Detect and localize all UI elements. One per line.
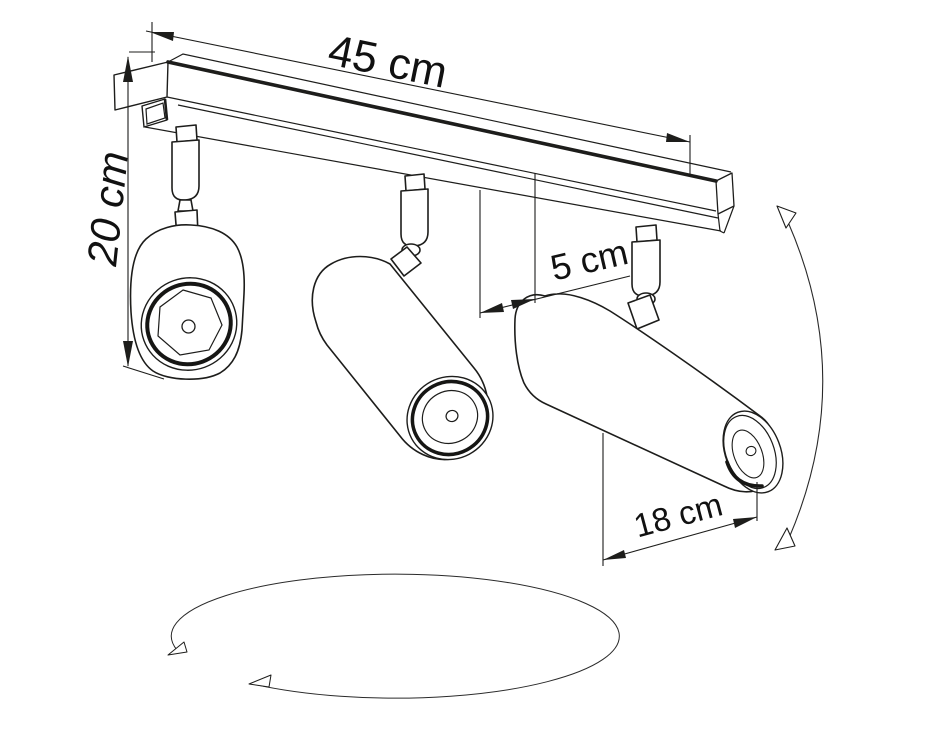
swivel-ellipse-arc	[170, 573, 620, 699]
spotlight-reflector	[421, 389, 479, 445]
arrowhead-up-icon	[123, 56, 133, 82]
arrowhead-left-icon	[603, 550, 626, 560]
rail-right-end-cap	[715, 172, 735, 215]
arrowhead-left-icon	[480, 303, 504, 313]
spotlight-bulb-center	[745, 445, 757, 457]
spotlight-2	[311, 255, 494, 461]
spot-length-label: 18 cm	[630, 485, 726, 544]
stem-body	[400, 188, 429, 247]
stem-pivot-sleeve	[390, 246, 422, 277]
rail-left-end-notch-inner	[145, 102, 166, 125]
stem-pivot-sleeve	[627, 294, 660, 330]
spotlight-bulb-center	[445, 409, 459, 423]
dimension-fixture-height: 20 cm	[78, 51, 165, 380]
mounting-stem-2	[390, 173, 429, 277]
rail-top-face-edge	[167, 53, 732, 173]
tilt-arc	[787, 221, 824, 539]
dimension-line	[145, 30, 691, 143]
mounting-stem-1	[171, 124, 200, 238]
spotlight-face-rim	[406, 375, 494, 461]
stem-cap	[404, 173, 426, 192]
stem-cap	[635, 224, 658, 243]
spotlight-dark-ring	[145, 281, 233, 367]
arrowhead-left-icon	[150, 32, 174, 41]
leader-line	[479, 275, 631, 314]
tilt-arrowhead-down-icon	[774, 527, 796, 551]
spotlight-dark-ring	[725, 460, 764, 488]
tilt-rotation-arrow	[774, 205, 824, 551]
extension-line	[122, 365, 165, 380]
stem-neck	[177, 199, 194, 212]
mounting-stem-3	[627, 224, 661, 330]
spotlight-bulb-center	[181, 319, 196, 334]
arrowhead-right-icon	[511, 299, 535, 309]
rail-left-end-notch-wall	[163, 98, 169, 121]
spotlight-reflector	[157, 289, 223, 356]
rail-underside-edge	[177, 104, 719, 219]
stem-cap	[175, 124, 198, 143]
spotlight-reflector	[731, 429, 765, 479]
rail-top-front-edge	[166, 60, 718, 183]
dimension-line	[602, 516, 758, 561]
rail-right-end-step	[717, 205, 735, 234]
spotlight-dark-ring	[410, 379, 490, 457]
swivel-arrowhead-left-icon	[167, 641, 188, 656]
rail-depth-label: 5 cm	[547, 231, 632, 288]
arrowhead-right-icon	[666, 133, 690, 142]
swivel-rotation-arrow	[167, 573, 620, 699]
arrowhead-right-icon	[733, 517, 757, 528]
spotlight-3	[514, 293, 784, 494]
stem-body	[631, 239, 661, 297]
rail-underside-back-edge	[144, 126, 722, 232]
rail-front-bottom-edge	[166, 96, 717, 212]
arrowhead-down-icon	[123, 341, 133, 367]
tilt-arrowhead-up-icon	[776, 205, 797, 229]
spotlight-1	[129, 224, 246, 380]
rail-length-label: 45 cm	[324, 26, 451, 98]
dimension-rail-length: 45 cm	[145, 22, 691, 176]
stem-body	[171, 139, 200, 201]
swivel-arrowhead-bottom-icon	[248, 674, 272, 688]
spotlight-face-rim	[140, 277, 238, 371]
